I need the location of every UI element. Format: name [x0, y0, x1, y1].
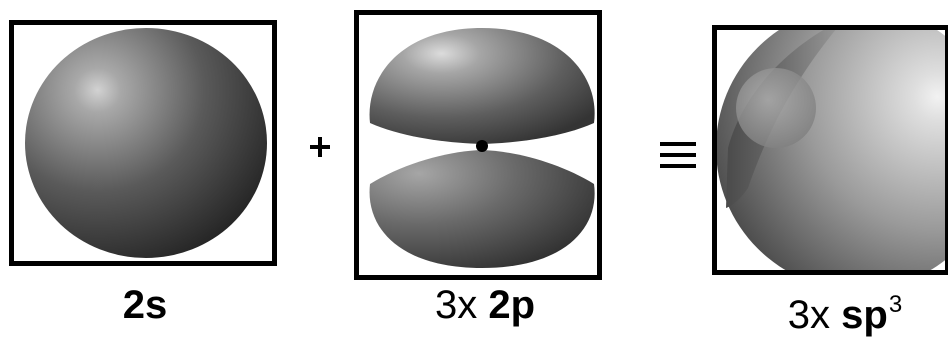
p-orbital-lower-lobe — [369, 150, 595, 268]
panel-frame-2p — [354, 10, 602, 280]
sp3-cut-face — [726, 28, 838, 208]
orbital-2s-text: 2s — [122, 283, 168, 327]
label-2p: 3x 2p — [410, 283, 560, 327]
superscript-3-text: 3 — [888, 291, 903, 318]
equivalent-operator — [660, 142, 696, 168]
orbital-sp3-text: sp — [841, 293, 888, 337]
orbital-2p-text: 2p — [488, 283, 536, 327]
sp3-minor-lobe — [736, 68, 816, 148]
plus-operator — [310, 137, 330, 157]
multiplier-2p-text: 3x — [434, 283, 478, 327]
nucleus-dot — [476, 140, 488, 152]
s-orbital-sphere — [25, 28, 267, 258]
orbital-hybridization-diagram — [9, 10, 948, 280]
multiplier-sp3-text: 3x — [787, 293, 831, 337]
label-sp3: 3x sp3 — [760, 283, 930, 337]
p-orbital-upper-lobe — [369, 28, 595, 144]
label-2s: 2s — [70, 283, 220, 327]
panel-frame-2s — [9, 20, 277, 266]
